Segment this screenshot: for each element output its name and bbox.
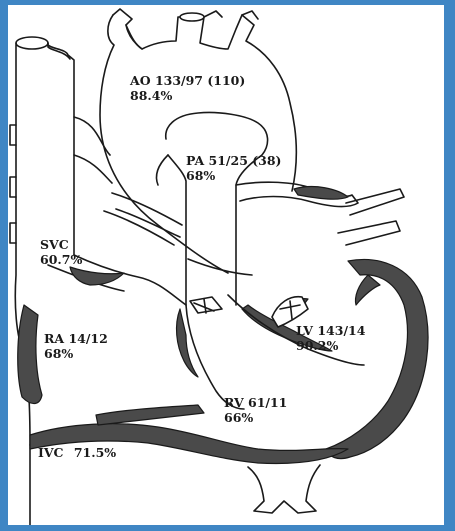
svc-name: SVC [40, 237, 82, 252]
svc-label: SVC 60.7% [40, 237, 82, 267]
svc-side-branches [10, 117, 112, 243]
pa-pressure: PA 51/25 (38) [186, 153, 281, 168]
ra-saturation: 68% [44, 346, 108, 361]
ra-label: RA 14/12 68% [44, 331, 108, 361]
lv-saturation: 90.2% [296, 338, 365, 353]
ra-pressure: RA 14/12 [44, 331, 108, 346]
rv-label: RV 61/11 66% [224, 395, 287, 425]
ao-pressure: AO 133/97 (110) [130, 73, 245, 88]
pa-label: PA 51/25 (38) 68% [186, 153, 281, 183]
svc-saturation: 60.7% [40, 252, 82, 267]
diagram-panel: AO 133/97 (110) 88.4% PA 51/25 (38) 68% … [8, 5, 444, 525]
ivc-name: IVC [38, 445, 64, 460]
ivc-label: IVC 71.5% [38, 445, 116, 460]
lv-label: LV 143/14 90.2% [296, 323, 365, 353]
lv-pressure: LV 143/14 [296, 323, 365, 338]
ivc-saturation: 71.5% [74, 445, 116, 460]
pa-saturation: 68% [186, 168, 281, 183]
rv-pressure: RV 61/11 [224, 395, 287, 410]
pulmonary-artery [156, 112, 358, 305]
septum-and-valves [104, 211, 364, 409]
ao-saturation: 88.4% [130, 88, 245, 103]
rv-saturation: 66% [224, 410, 287, 425]
myocardium [18, 187, 428, 464]
ao-label: AO 133/97 (110) 88.4% [130, 73, 245, 103]
